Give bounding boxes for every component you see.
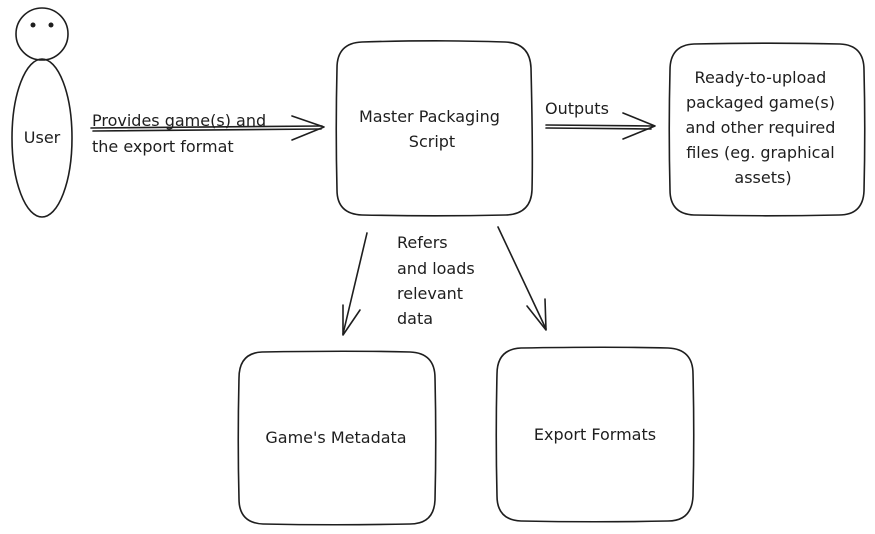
provides-label-line-2: the export format [92, 137, 234, 156]
output-line-3: and other required [685, 118, 835, 137]
provides-arrow [90, 115, 325, 141]
packaging-script-line-1: Master Packaging [359, 107, 500, 126]
output-line-5: assets) [734, 168, 791, 187]
refers-line-3: relevant [397, 284, 463, 303]
user-eye-left [30, 22, 36, 28]
output-line-4: files (eg. graphical [686, 143, 835, 162]
user-actor: User [11, 7, 73, 218]
output-node: Ready-to-upload packaged game(s) and oth… [668, 42, 866, 217]
output-label: Ready-to-upload packaged game(s) and oth… [685, 68, 840, 187]
outputs-arrow [545, 112, 656, 140]
refers-line-2: and loads [397, 259, 475, 278]
outputs-label: Outputs [545, 99, 609, 118]
metadata-label: Game's Metadata [265, 428, 406, 447]
to-export-formats-arrow [497, 226, 547, 331]
packaging-script-label: Master Packaging Script [359, 107, 505, 151]
export-formats-node: Export Formats [495, 346, 695, 523]
user-head [15, 7, 69, 61]
output-line-1: Ready-to-upload [695, 68, 827, 87]
refers-line-1: Refers [397, 233, 448, 252]
user-body [11, 58, 73, 218]
to-metadata-arrow [342, 232, 368, 336]
user-eye-right [48, 22, 54, 28]
packaging-script-line-2: Script [409, 132, 455, 151]
metadata-node: Game's Metadata [237, 350, 437, 526]
packaging-script-node: Master Packaging Script [335, 40, 534, 217]
output-line-2: packaged game(s) [686, 93, 835, 112]
refers-line-4: data [397, 309, 433, 328]
export-formats-label: Export Formats [534, 425, 656, 444]
provides-label: Provides game(s) and the export format [92, 111, 271, 156]
user-label: User [24, 128, 61, 147]
provides-label-line-1: Provides game(s) and [92, 111, 266, 130]
refers-label: Refers and loads relevant data [397, 233, 480, 328]
